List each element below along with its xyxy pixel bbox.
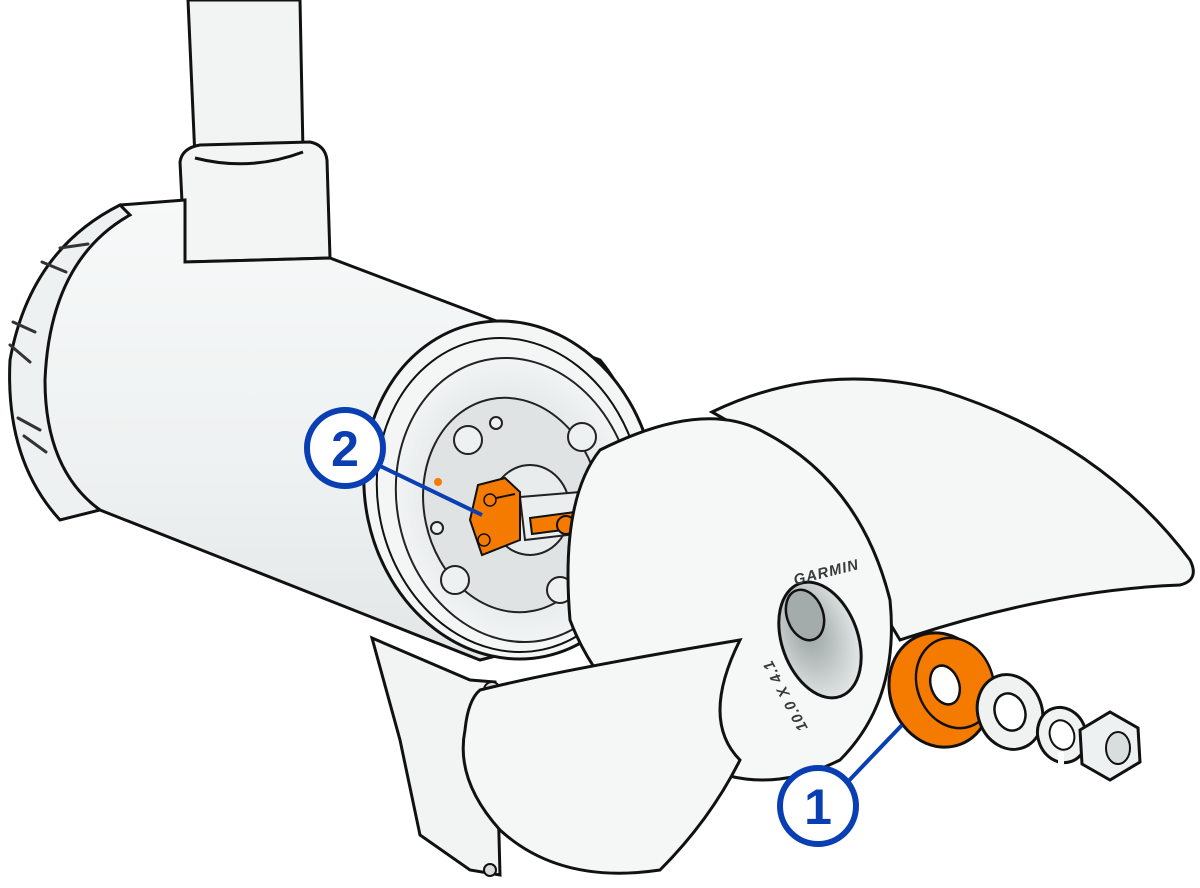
shaft-tube [178, 0, 332, 264]
callout-1: 1 [777, 723, 904, 847]
rear-end-cap [8, 203, 133, 522]
drive-hub-part [887, 631, 996, 749]
propeller: GARMIN 10.0 X 4.1 [461, 377, 1195, 875]
hex-nut-part [1078, 710, 1142, 782]
callout-2: 2 [304, 407, 483, 517]
lock-washer-part [1035, 705, 1089, 765]
screw-boss-icons [430, 416, 597, 604]
callout-2-label: 2 [331, 421, 359, 477]
drive-pin-part [434, 476, 580, 557]
vent-slots-icon [8, 242, 90, 454]
hardware-stack [887, 631, 1142, 782]
flat-washer-part [975, 673, 1045, 751]
callout-1-label: 1 [804, 779, 832, 835]
